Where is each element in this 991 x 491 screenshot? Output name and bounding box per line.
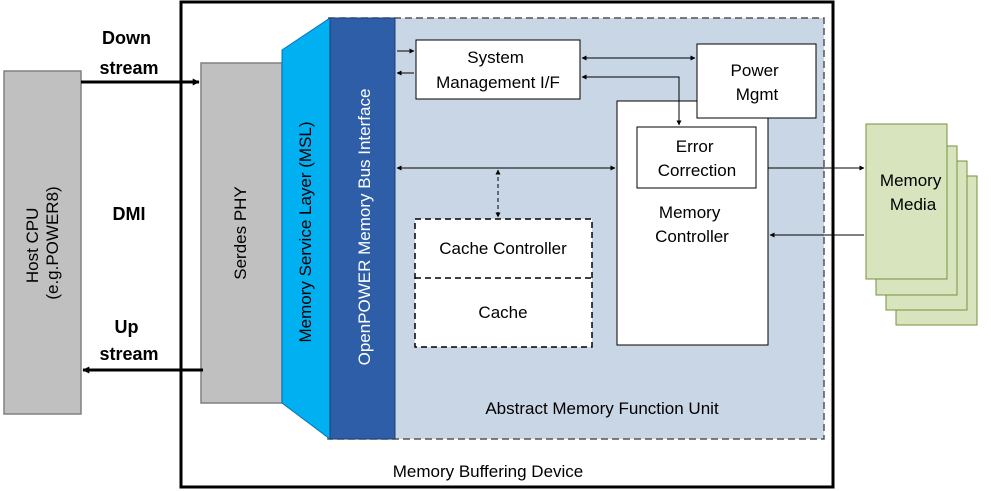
serdes-phy-label: Serdes PHY xyxy=(231,186,250,280)
cache-block xyxy=(414,218,593,348)
memory-media-card-1 xyxy=(865,123,948,280)
error-correction-box xyxy=(636,126,757,189)
cache-controller-label: Cache Controller xyxy=(439,239,567,258)
host-cpu-block xyxy=(3,70,82,415)
abstract-memory-function-unit-label: Abstract Memory Function Unit xyxy=(485,399,719,418)
cache-label: Cache xyxy=(478,303,527,322)
memory-service-layer-label: Memory Service Layer (MSL) xyxy=(296,121,315,342)
power-mgmt-label: Power Mgmt xyxy=(731,61,784,104)
openpower-memory-bus-interface-label: OpenPOWER Memory Bus Interface xyxy=(355,89,374,366)
dmi-label: DMI xyxy=(113,204,146,224)
downstream-label: Down stream xyxy=(99,28,158,78)
upstream-label: Up stream xyxy=(99,317,158,364)
memory-buffering-device-label: Memory Buffering Device xyxy=(393,462,584,481)
openpower-memory-bus-interface-block xyxy=(329,17,396,440)
system-management-if-label: System Management I/F xyxy=(436,48,560,92)
serdes-phy-block xyxy=(200,62,283,404)
host-cpu-label: Host CPU (e.g.POWER8) xyxy=(23,186,62,299)
memory-controller-label: Memory Controller xyxy=(655,203,729,246)
system-management-if-box xyxy=(415,39,581,100)
sysmgmt-error-correction-arrow xyxy=(581,74,682,126)
memory-media-label: Memory Media xyxy=(880,171,946,214)
power-mgmt-box xyxy=(696,43,817,119)
error-correction-label: Error Correction xyxy=(658,137,736,180)
